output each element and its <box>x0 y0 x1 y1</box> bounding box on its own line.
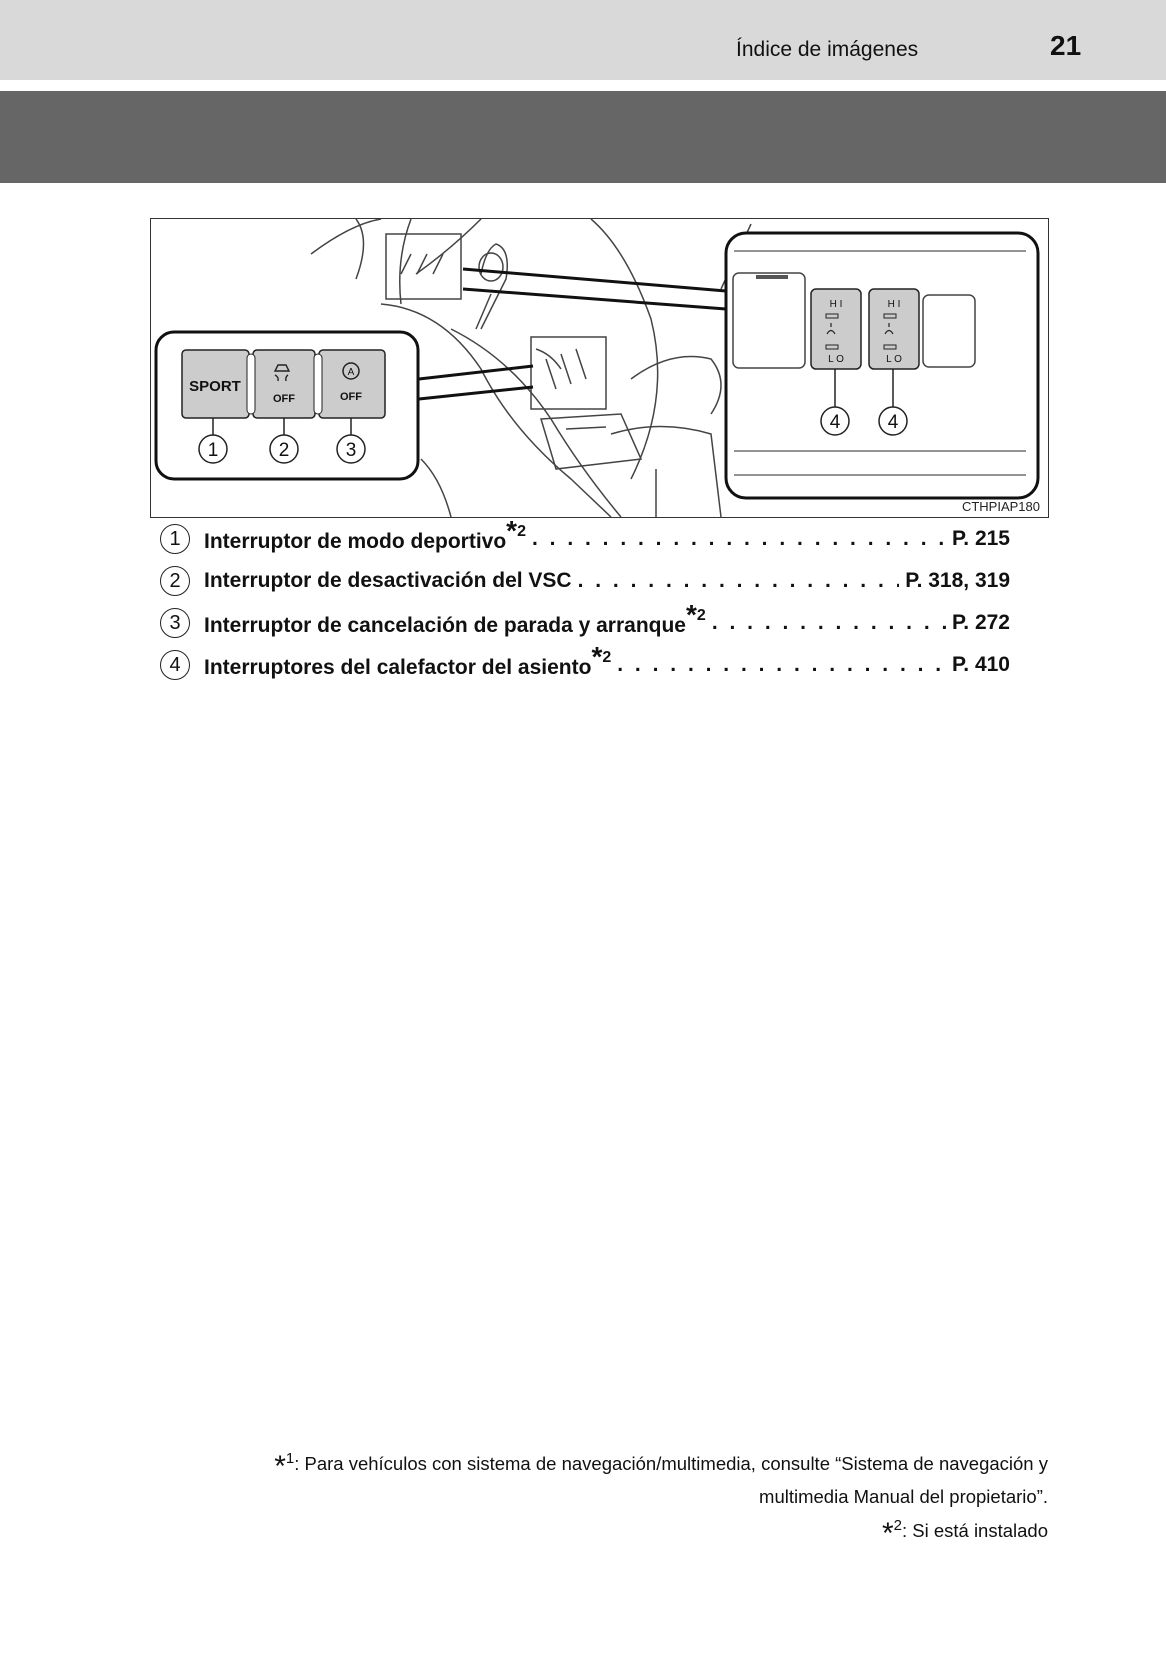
footnote-star: * <box>274 1450 286 1483</box>
page-link[interactable]: P. 410 <box>951 653 1010 676</box>
list-item: 3 Interruptor de cancelación de parada y… <box>160 599 1010 644</box>
footnote-number: 1 <box>285 1450 295 1467</box>
page-link[interactable]: P. 318, 319 <box>905 569 1010 592</box>
page-link[interactable]: P. 215 <box>951 527 1010 550</box>
header-dark-band <box>0 91 1166 183</box>
marker-4-left: 4 <box>830 412 841 433</box>
note-number: 2 <box>696 607 706 624</box>
footnote-1: *1: Para vehículos con sistema de navega… <box>148 1445 1048 1483</box>
right-seat-heater-switch <box>868 288 920 370</box>
vsc-off-switch <box>252 349 316 419</box>
footnotes: *1: Para vehículos con sistema de navega… <box>148 1445 1048 1550</box>
note-star: * <box>686 599 697 630</box>
lo-label-left: L O <box>828 354 844 365</box>
sport-label: SPORT <box>189 378 241 395</box>
item-number: 2 <box>160 566 190 596</box>
item-label: Interruptor de desactivación del VSC <box>204 569 572 592</box>
list-item: 4 Interruptores del calefactor del asien… <box>160 641 1010 686</box>
marker-1: 1 <box>208 440 219 461</box>
page-link[interactable]: P. 272 <box>951 611 1010 634</box>
auto-letter: A <box>348 367 355 378</box>
note-number: 2 <box>602 649 612 666</box>
hi-label-right: H I <box>888 299 901 310</box>
list-item: 2 Interruptor de desactivación del VSC .… <box>160 560 1010 602</box>
marker-4-right: 4 <box>888 412 899 433</box>
illustration-frame: SPORT OFF A OFF 1 2 3 H I H I L O L O 4 … <box>150 218 1049 518</box>
header-band <box>0 0 1166 80</box>
vsc-off-label: OFF <box>273 393 295 405</box>
note-star: * <box>506 515 518 546</box>
leader-dots: . . . . . . . . . . . . . . . . . . . . … <box>531 527 946 550</box>
item-number: 3 <box>160 608 190 638</box>
marker-3: 3 <box>346 440 357 461</box>
center-console-illustration: SPORT OFF A OFF 1 2 3 H I H I L O L O 4 … <box>154 219 1040 517</box>
item-label: Interruptor de cancelación de parada y a… <box>204 614 686 637</box>
item-label: Interruptor de modo deportivo <box>204 530 507 553</box>
stop-start-cancel-switch <box>318 349 386 419</box>
section-title: Índice de imágenes <box>736 38 919 61</box>
skid-car-icon <box>273 364 291 382</box>
note-number: 2 <box>517 523 526 540</box>
footnote-text: : Para vehículos con sistema de navegaci… <box>294 1453 1048 1474</box>
item-label: Interruptores del calefactor del asiento <box>204 656 592 679</box>
leader-dots: . . . . . . . . . . . . . . . . . . . . … <box>711 611 946 634</box>
list-item: 1 Interruptor de modo deportivo*2 . . . … <box>160 515 1010 560</box>
page-number: 21 <box>1050 30 1082 61</box>
footnote-2: *2: Si está instalado <box>148 1512 1048 1550</box>
seat-heater-icon <box>826 323 894 335</box>
figure-code: CTHPIAP180 <box>961 499 1040 514</box>
switch-list: 1 Interruptor de modo deportivo*2 . . . … <box>160 515 1010 686</box>
leader-dots: . . . . . . . . . . . . . . . . . . . . … <box>617 653 946 676</box>
lo-label-right: L O <box>886 354 902 365</box>
footnote-star: * <box>881 1517 894 1550</box>
stop-start-off-label: OFF <box>340 391 362 403</box>
note-star: * <box>591 641 603 672</box>
left-seat-heater-switch <box>810 288 862 370</box>
hi-label-left: H I <box>830 299 843 310</box>
auto-stop-icon <box>342 362 360 380</box>
header-rule <box>0 80 1166 84</box>
item-number: 1 <box>160 524 190 554</box>
item-number: 4 <box>160 650 190 680</box>
footnote-number: 2 <box>893 1517 902 1534</box>
footnote-1-continued: multimedia Manual del propietario”. <box>759 1486 1048 1507</box>
leader-dots: . . . . . . . . . . . . . . . . . . . . … <box>577 569 900 592</box>
marker-2: 2 <box>279 440 290 461</box>
footnote-text: : Si está instalado <box>901 1520 1048 1541</box>
